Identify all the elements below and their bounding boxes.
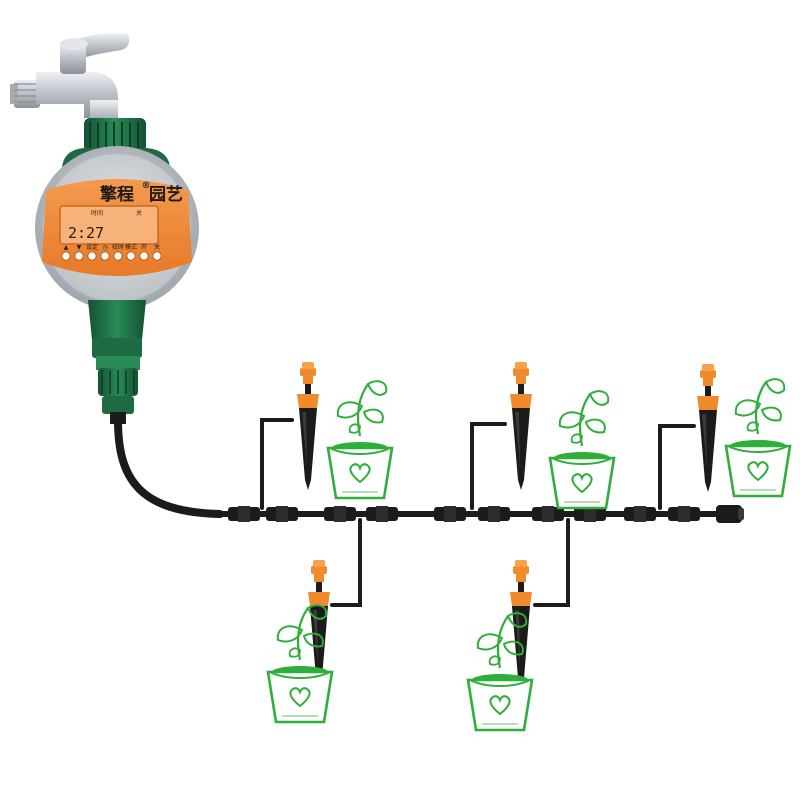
registered-mark: ® <box>142 181 151 191</box>
dripper-stake <box>510 362 532 490</box>
plant-pot <box>548 389 616 510</box>
timer-button-label: 设定 <box>86 243 98 251</box>
lcd-time: 2:27 <box>68 224 104 242</box>
plant-pot <box>724 377 792 498</box>
lower-stakes <box>308 560 532 688</box>
faucet <box>10 33 130 128</box>
timer-button-label: 校时 <box>112 243 124 251</box>
timer-button-label: ▼ <box>77 244 82 251</box>
timer-button-label: ◷ <box>102 244 107 251</box>
timer-button-label: ▲ <box>64 244 69 251</box>
timer-button[interactable] <box>152 251 162 261</box>
dripper-stake <box>297 362 319 490</box>
timer-button[interactable] <box>74 251 84 261</box>
lcd-label-status: 关 <box>136 209 142 217</box>
timer-button[interactable] <box>139 251 149 261</box>
plant-pot <box>326 379 394 500</box>
end-cap <box>716 505 742 523</box>
timer-button[interactable] <box>87 251 97 261</box>
connectors <box>228 505 744 523</box>
upper-planters <box>326 377 792 510</box>
timer-button-label: 模式 <box>125 243 137 251</box>
timer-button-label: 关 <box>154 243 160 251</box>
dripper-stake <box>697 364 719 492</box>
timer-button[interactable] <box>100 251 110 261</box>
water-timer: 擎程 ® 园艺 时间 关 2:27 ▲▼设定◷校时模式开关 <box>35 118 199 424</box>
timer-buttons <box>61 251 162 261</box>
timer-button[interactable] <box>61 251 71 261</box>
lcd-screen <box>59 205 159 245</box>
brand-name: 擎程 <box>100 184 134 205</box>
button-labels: ▲ ▼ 设定 ◷ 校时模式开关 <box>64 243 160 251</box>
lower-planters <box>266 603 534 732</box>
lcd-label-time: 时间 <box>91 209 103 217</box>
timer-button[interactable] <box>126 251 136 261</box>
timer-button[interactable] <box>113 251 123 261</box>
timer-button-label: 开 <box>141 244 147 251</box>
brand-suffix: 园艺 <box>149 184 183 205</box>
